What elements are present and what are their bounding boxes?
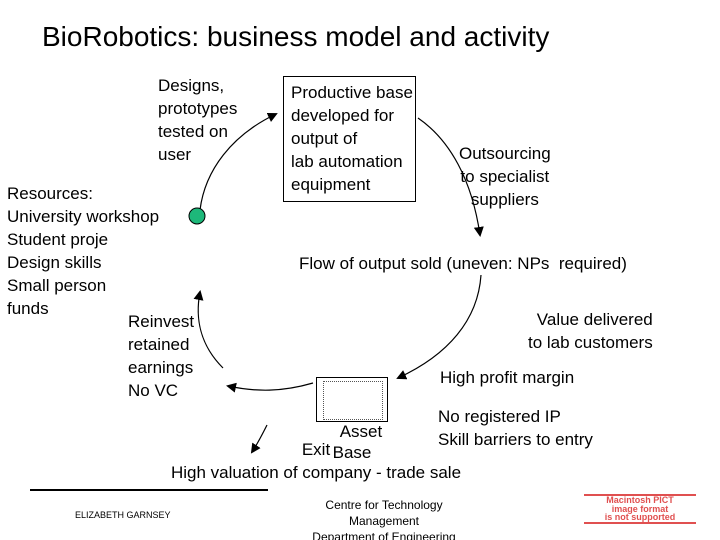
high-profit-label: High profit margin bbox=[440, 368, 575, 387]
resources-label: Resources: University workshop Student p… bbox=[7, 184, 160, 318]
cycle-arc-value bbox=[396, 274, 482, 380]
footer-author: ELIZABETH GARNSEY bbox=[75, 510, 171, 520]
cycle-arc-exit bbox=[250, 424, 268, 454]
resource-node-dot bbox=[188, 207, 206, 225]
cycle-arc-reinvest bbox=[226, 382, 314, 393]
unsupported-image-stamp: Macintosh PICT image format is not suppo… bbox=[584, 494, 696, 524]
asset-base-label: Asset Base bbox=[332, 422, 383, 462]
cycle-arc-outsourcing bbox=[417, 117, 484, 237]
designs-label: Designs, prototypes tested on user bbox=[158, 76, 238, 164]
exit-label: Exit High valuation of company - trade s… bbox=[170, 440, 462, 482]
productive-base-box: Productive base developed for output of … bbox=[283, 76, 416, 202]
cycle-arc-return bbox=[193, 290, 224, 369]
cycle-arc-designs bbox=[199, 112, 278, 211]
reinvest-label: Reinvest retained earnings No VC bbox=[128, 312, 195, 400]
asset-base-box: Asset Base bbox=[316, 377, 388, 462]
footer-divider bbox=[30, 489, 268, 491]
asset-base-inner-frame bbox=[323, 381, 383, 420]
no-ip-label: No registered IP Skill barriers to entry bbox=[438, 407, 593, 449]
value-delivered-label: Value delivered to lab customers bbox=[528, 310, 653, 352]
flow-label: Flow of output sold (uneven: NPs require… bbox=[299, 254, 627, 273]
outsourcing-label: Outsourcing to specialist suppliers bbox=[459, 144, 551, 209]
slide-title: BioRobotics: business model and activity bbox=[42, 21, 550, 52]
footer-centre: Centre for Technology Management Departm… bbox=[312, 498, 456, 540]
